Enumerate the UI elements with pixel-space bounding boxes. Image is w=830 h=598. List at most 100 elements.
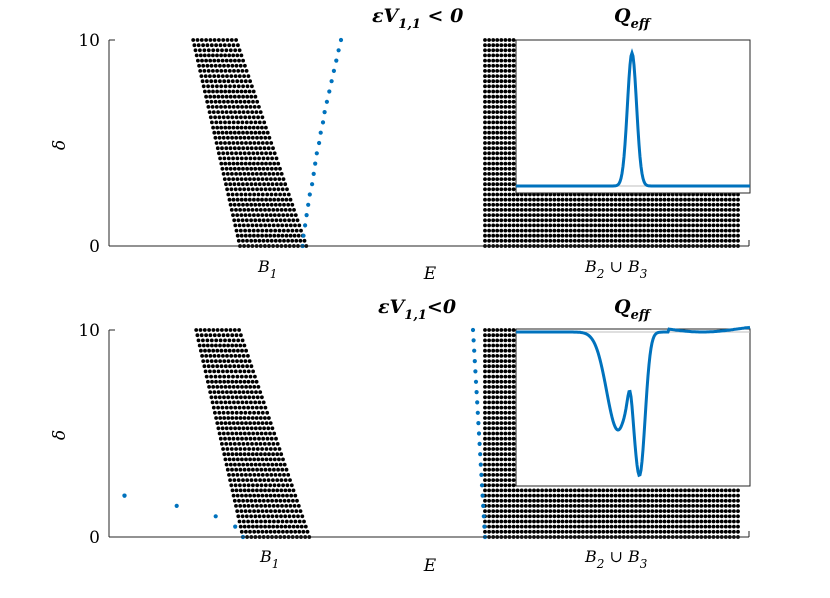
- band-b1-dot: [214, 343, 218, 348]
- band-b23-dot: [507, 395, 512, 400]
- band-b1-dot: [218, 156, 223, 161]
- band-b23-dot: [491, 457, 496, 462]
- band-b23-dot: [487, 187, 491, 192]
- band-b23-dot: [589, 504, 593, 508]
- band-b23-dot: [597, 228, 602, 233]
- band-b1-dot: [229, 483, 234, 488]
- band-b23-dot: [683, 504, 687, 508]
- band-b23-dot: [491, 74, 496, 78]
- band-b23-dot: [519, 228, 524, 233]
- band-b1-dot: [208, 94, 213, 99]
- band-b1-dot: [281, 529, 285, 534]
- band-b23-dot: [719, 233, 724, 238]
- band-b23-dot: [483, 416, 487, 420]
- band-b23-dot: [564, 488, 569, 493]
- band-b23-dot: [711, 493, 716, 498]
- band-b23-dot: [572, 519, 577, 524]
- band-b1-dot: [208, 74, 212, 78]
- band-b23-dot: [487, 208, 491, 212]
- band-b1-dot: [227, 400, 232, 405]
- eigenvalue-point: [481, 514, 486, 519]
- band-b1-dot: [209, 79, 214, 84]
- band-b1-dot: [226, 135, 230, 140]
- band-b23-dot: [732, 498, 736, 503]
- band-b1-dot: [268, 233, 273, 238]
- band-b23-dot: [495, 192, 500, 197]
- band-b23-dot: [556, 514, 561, 519]
- band-b23-dot: [536, 208, 540, 212]
- band-b23-dot: [544, 208, 549, 212]
- band-b23-dot: [556, 529, 561, 534]
- band-b1-dot: [220, 130, 225, 135]
- band-b1-dot: [263, 172, 267, 176]
- band-b23-dot: [642, 192, 646, 197]
- band-b23-dot: [715, 488, 720, 493]
- band-b23-dot: [536, 192, 540, 197]
- band-b1-dot: [243, 395, 248, 400]
- band-b1-dot: [218, 436, 223, 441]
- band-b1-dot: [198, 53, 203, 58]
- band-b1-dot: [195, 333, 200, 338]
- band-b23-dot: [642, 233, 646, 238]
- band-b23-dot: [503, 529, 508, 534]
- band-b1-dot: [253, 514, 258, 519]
- band-b23-dot: [487, 328, 491, 332]
- band-b23-dot: [564, 514, 569, 519]
- band-b1-dot: [243, 63, 247, 68]
- band-b23-dot: [674, 233, 679, 238]
- band-b23-dot: [601, 192, 606, 197]
- band-b23-dot: [483, 442, 487, 446]
- band-b23-dot: [711, 524, 716, 529]
- band-b1-dot: [241, 146, 246, 151]
- band-b1-dot: [208, 333, 213, 338]
- band-b1-dot: [228, 58, 233, 63]
- band-b23-dot: [634, 213, 638, 218]
- band-b23-dot: [487, 48, 491, 53]
- band-b23-dot: [674, 228, 679, 233]
- band-b1-dot: [219, 364, 224, 369]
- eigenvalue-point: [310, 182, 315, 187]
- band-b23-dot: [503, 233, 508, 238]
- band-b1-dot: [236, 364, 241, 369]
- band-b23-dot: [683, 488, 687, 493]
- band-b23-dot: [532, 509, 536, 513]
- band-b23-dot: [638, 202, 642, 207]
- band-b23-dot: [634, 529, 638, 534]
- band-b23-dot: [507, 172, 512, 176]
- band-b23-dot: [536, 509, 540, 513]
- band-b23-dot: [495, 182, 500, 187]
- band-b23-dot: [544, 197, 549, 202]
- band-b1-dot: [279, 514, 283, 519]
- band-b1-dot: [224, 328, 229, 332]
- band-b23-dot: [601, 233, 606, 238]
- band-b1-dot: [211, 53, 215, 58]
- band-b23-dot: [503, 120, 508, 125]
- band-b1-dot: [274, 166, 278, 171]
- band-b23-dot: [727, 208, 732, 212]
- band-b1-dot: [237, 202, 241, 207]
- band-b23-dot: [736, 504, 740, 508]
- band-b1-dot: [234, 467, 239, 472]
- band-b1-dot: [244, 374, 249, 379]
- band-b1-dot: [203, 369, 208, 374]
- band-b23-dot: [499, 197, 504, 202]
- band-b1-dot: [288, 197, 293, 202]
- band-b23-dot: [585, 529, 589, 534]
- band-b23-dot: [670, 519, 675, 524]
- band-b1-dot: [223, 161, 228, 166]
- band-b23-dot: [507, 156, 512, 161]
- band-b23-dot: [532, 524, 536, 529]
- band-b23-dot: [483, 115, 487, 120]
- band-b1-dot: [222, 452, 227, 457]
- band-b23-dot: [650, 223, 655, 228]
- band-b23-dot: [683, 202, 687, 207]
- band-b1-dot: [236, 120, 241, 125]
- band-b1-dot: [221, 172, 226, 176]
- band-b1-dot: [246, 379, 251, 384]
- band-b23-dot: [507, 338, 512, 343]
- band-b23-dot: [523, 228, 528, 233]
- band-b1-dot: [223, 348, 228, 353]
- band-b23-dot: [699, 202, 704, 207]
- eigenvalue-point: [473, 369, 478, 374]
- band-b23-dot: [495, 115, 500, 120]
